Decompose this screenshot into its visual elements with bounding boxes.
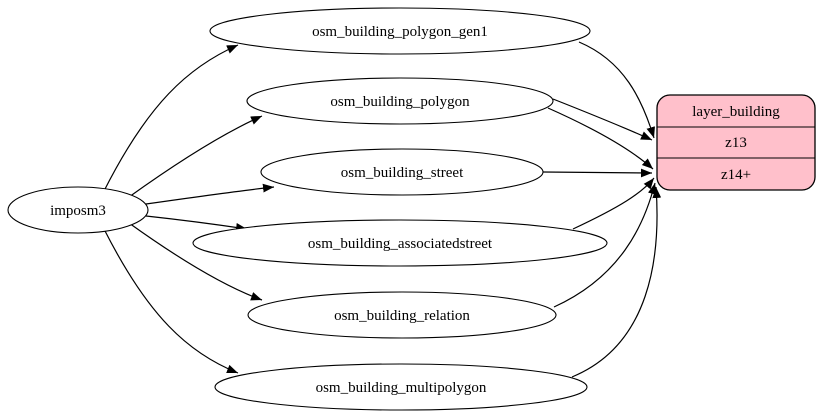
edge-osm-building-polygon-gen1-to-z13 — [578, 41, 655, 139]
table-label: osm_building_polygon_gen1 — [312, 24, 488, 40]
edges-into-layer-building — [542, 41, 662, 378]
table-ellipse — [246, 77, 554, 125]
edge-osm-building-polygon-to-z14 — [547, 107, 654, 170]
table-ellipse — [260, 148, 544, 196]
imposm3-ellipse — [7, 186, 149, 234]
node-layer-building: layer_building z13 z14+ — [656, 94, 816, 191]
layer-building-title: layer_building — [692, 104, 780, 120]
table-label: osm_building_polygon — [330, 94, 470, 110]
imposm3-label: imposm3 — [50, 203, 106, 219]
edges-imposm3-fanout — [103, 44, 275, 374]
node-osm-building-polygon-gen1: osm_building_polygon_gen1 — [209, 7, 591, 55]
table-label: osm_building_street — [341, 165, 464, 181]
edge-imposm3-to-osm-building-relation — [128, 222, 263, 301]
node-osm-building-polygon: osm_building_polygon — [246, 77, 554, 125]
table-ellipse — [247, 291, 557, 339]
edge-osm-building-polygon-to-z13 — [552, 98, 653, 141]
table-ellipse — [214, 363, 588, 411]
edge-imposm3-to-osm-building-polygon — [128, 115, 263, 198]
edge-imposm3-to-osm-building-multipolygon — [103, 228, 239, 374]
layer-building-box — [656, 94, 816, 191]
node-osm-building-street: osm_building_street — [260, 148, 544, 196]
layer-building-row-z14: z14+ — [721, 167, 751, 183]
node-osm-building-associatedstreet: osm_building_associatedstreet — [192, 219, 608, 267]
table-ellipse — [209, 7, 591, 55]
edge-osm-building-multipolygon-to-z14 — [571, 186, 662, 378]
edge-imposm3-to-osm-building-street — [145, 183, 275, 205]
node-osm-building-multipolygon: osm_building_multipolygon — [214, 363, 588, 411]
edge-imposm3-to-osm-building-associatedstreet — [145, 215, 248, 232]
edge-imposm3-to-osm-building-polygon-gen1 — [103, 44, 239, 192]
edge-osm-building-relation-to-z14 — [553, 182, 657, 308]
layer-building-row-z13: z13 — [725, 135, 747, 151]
table-label: osm_building_associatedstreet — [308, 236, 493, 252]
table-label: osm_building_relation — [334, 308, 470, 324]
edge-osm-building-street-to-z14 — [542, 168, 653, 178]
node-imposm3: imposm3 — [7, 186, 149, 234]
table-ellipse — [192, 219, 608, 267]
table-label: osm_building_multipolygon — [316, 380, 487, 396]
edge-osm-building-associatedstreet-to-z14 — [572, 177, 655, 230]
node-osm-building-relation: osm_building_relation — [247, 291, 557, 339]
